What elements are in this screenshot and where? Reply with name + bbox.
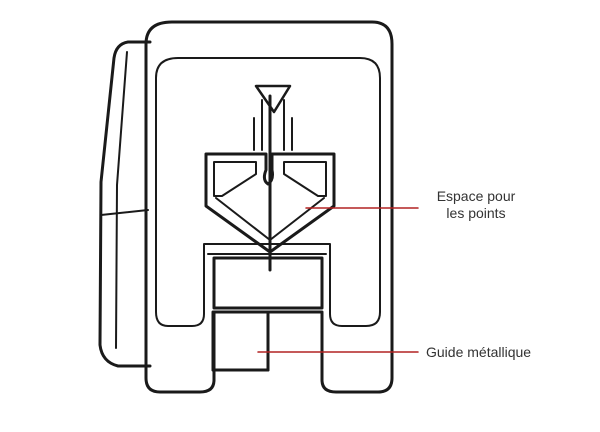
callout-label-metal-guide: Guide métallique — [426, 344, 532, 360]
foot-shank-inner-line — [115, 51, 128, 349]
stitch-space-inner-right — [283, 161, 327, 197]
foot-shank-bottom-edge — [100, 209, 149, 216]
metal-guide-plate — [212, 256, 324, 310]
foot-inner-panel — [155, 57, 381, 327]
foot-shank-side — [98, 40, 152, 368]
stitch-space-inner — [213, 161, 257, 197]
callout-label-stitch-space-line1: Espace pour — [436, 188, 516, 204]
callout-label-stitch-space-line2: les points — [446, 205, 506, 221]
callout-label-stitch-space: Espace pour les points — [398, 188, 554, 222]
needle-arrow — [254, 84, 292, 114]
foot-body-outline — [144, 20, 394, 394]
